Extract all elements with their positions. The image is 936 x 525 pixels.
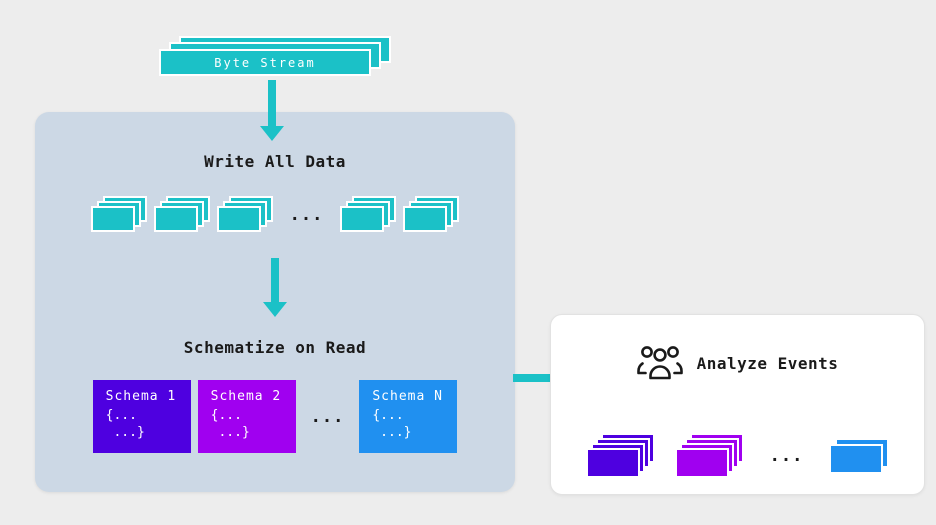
file-card [90,206,135,232]
event-card [674,448,729,478]
schema-code: {... ...} [105,408,145,440]
file-stack [340,196,397,233]
event-card [585,448,640,478]
ellipsis-text: ... [310,406,345,427]
file-card [403,206,448,232]
file-stack [403,196,460,233]
arrow-shaft [513,374,567,382]
file-stack [90,196,147,233]
write-all-data-title: Write All Data [204,152,346,171]
arrow-head [263,302,287,317]
file-card [340,206,385,232]
people-group-icon [636,346,683,380]
schema-label: Schema N [372,389,443,404]
byte-stream-card-front: Byte Stream [159,49,371,76]
ellipsis-text: ... [289,204,324,225]
result-stack-blue [829,437,890,474]
schema-1-box: Schema 1 {... ...} [92,380,191,453]
byte-stream-label: Byte Stream [214,55,316,70]
file-stack [153,196,210,233]
schema-row: Schema 1 {... ...} Schema 2 {... ...} ..… [35,380,515,453]
analyze-header: Analyze Events [551,343,924,383]
event-card [829,443,884,474]
write-schematize-panel: Write All Data ... [35,112,515,492]
arrow-head [260,126,284,141]
analyze-events-card: Analyze Events ... [550,314,925,495]
schema-2-box: Schema 2 {... ...} [197,380,296,453]
file-card [216,206,261,232]
schema-label: Schema 1 [105,389,177,404]
file-card [153,206,198,232]
schema-code: {... ...} [210,408,250,440]
schema-label: Schema 2 [210,389,282,404]
ellipsis-text: ... [769,445,804,466]
schema-code: {... ...} [372,408,412,440]
arrow-shaft [268,80,276,126]
schema-n-box: Schema N {... ...} [359,380,458,453]
file-stack [216,196,273,233]
schematize-on-read-title: Schematize on Read [183,338,367,357]
arrow-down-write-icon [260,80,284,141]
result-stack-purple [674,433,744,478]
file-stacks-row: ... [35,196,515,233]
result-stacks-row: ... [551,433,924,478]
byte-stream-stack: Byte Stream [159,36,393,78]
analyze-events-title: Analyze Events [696,353,839,373]
result-stack-indigo [585,433,655,478]
arrow-shaft [271,258,279,302]
arrow-down-schematize-icon [263,258,287,317]
